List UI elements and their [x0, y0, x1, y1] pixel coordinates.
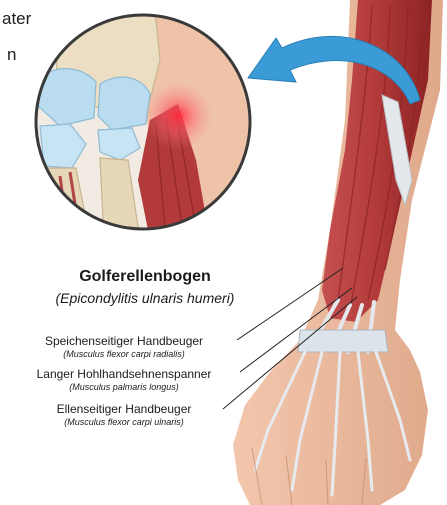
cartilage [98, 77, 150, 130]
diagram-subtitle: (Epicondylitis ulnaris humeri) [0, 290, 290, 306]
cropped-text-line: n [7, 44, 16, 66]
wrist-retinaculum [298, 330, 388, 352]
cropped-text-line: ater [2, 8, 31, 30]
muscle-label-german: Speichenseitiger Handbeuger [8, 334, 240, 349]
muscle-label-german: Langer Hohlhandsehnenspanner [8, 367, 240, 382]
muscle-label-latin: (Musculus flexor carpi radialis) [8, 349, 240, 360]
diagram-title: Golferellenbogen [0, 268, 290, 286]
pain-highlight [144, 82, 212, 150]
muscle-label-latin: (Musculus flexor carpi ulnaris) [8, 417, 240, 428]
muscle-label: Speichenseitiger Handbeuger (Musculus fl… [8, 334, 240, 360]
muscle-label-german: Ellenseitiger Handbeuger [8, 402, 240, 417]
muscle-label: Ellenseitiger Handbeuger (Musculus flexo… [8, 402, 240, 428]
muscle-label-latin: (Musculus palmaris longus) [8, 382, 240, 393]
muscle-label: Langer Hohlhandsehnenspanner (Musculus p… [8, 367, 240, 393]
magnified-elbow-joint [30, 10, 260, 240]
